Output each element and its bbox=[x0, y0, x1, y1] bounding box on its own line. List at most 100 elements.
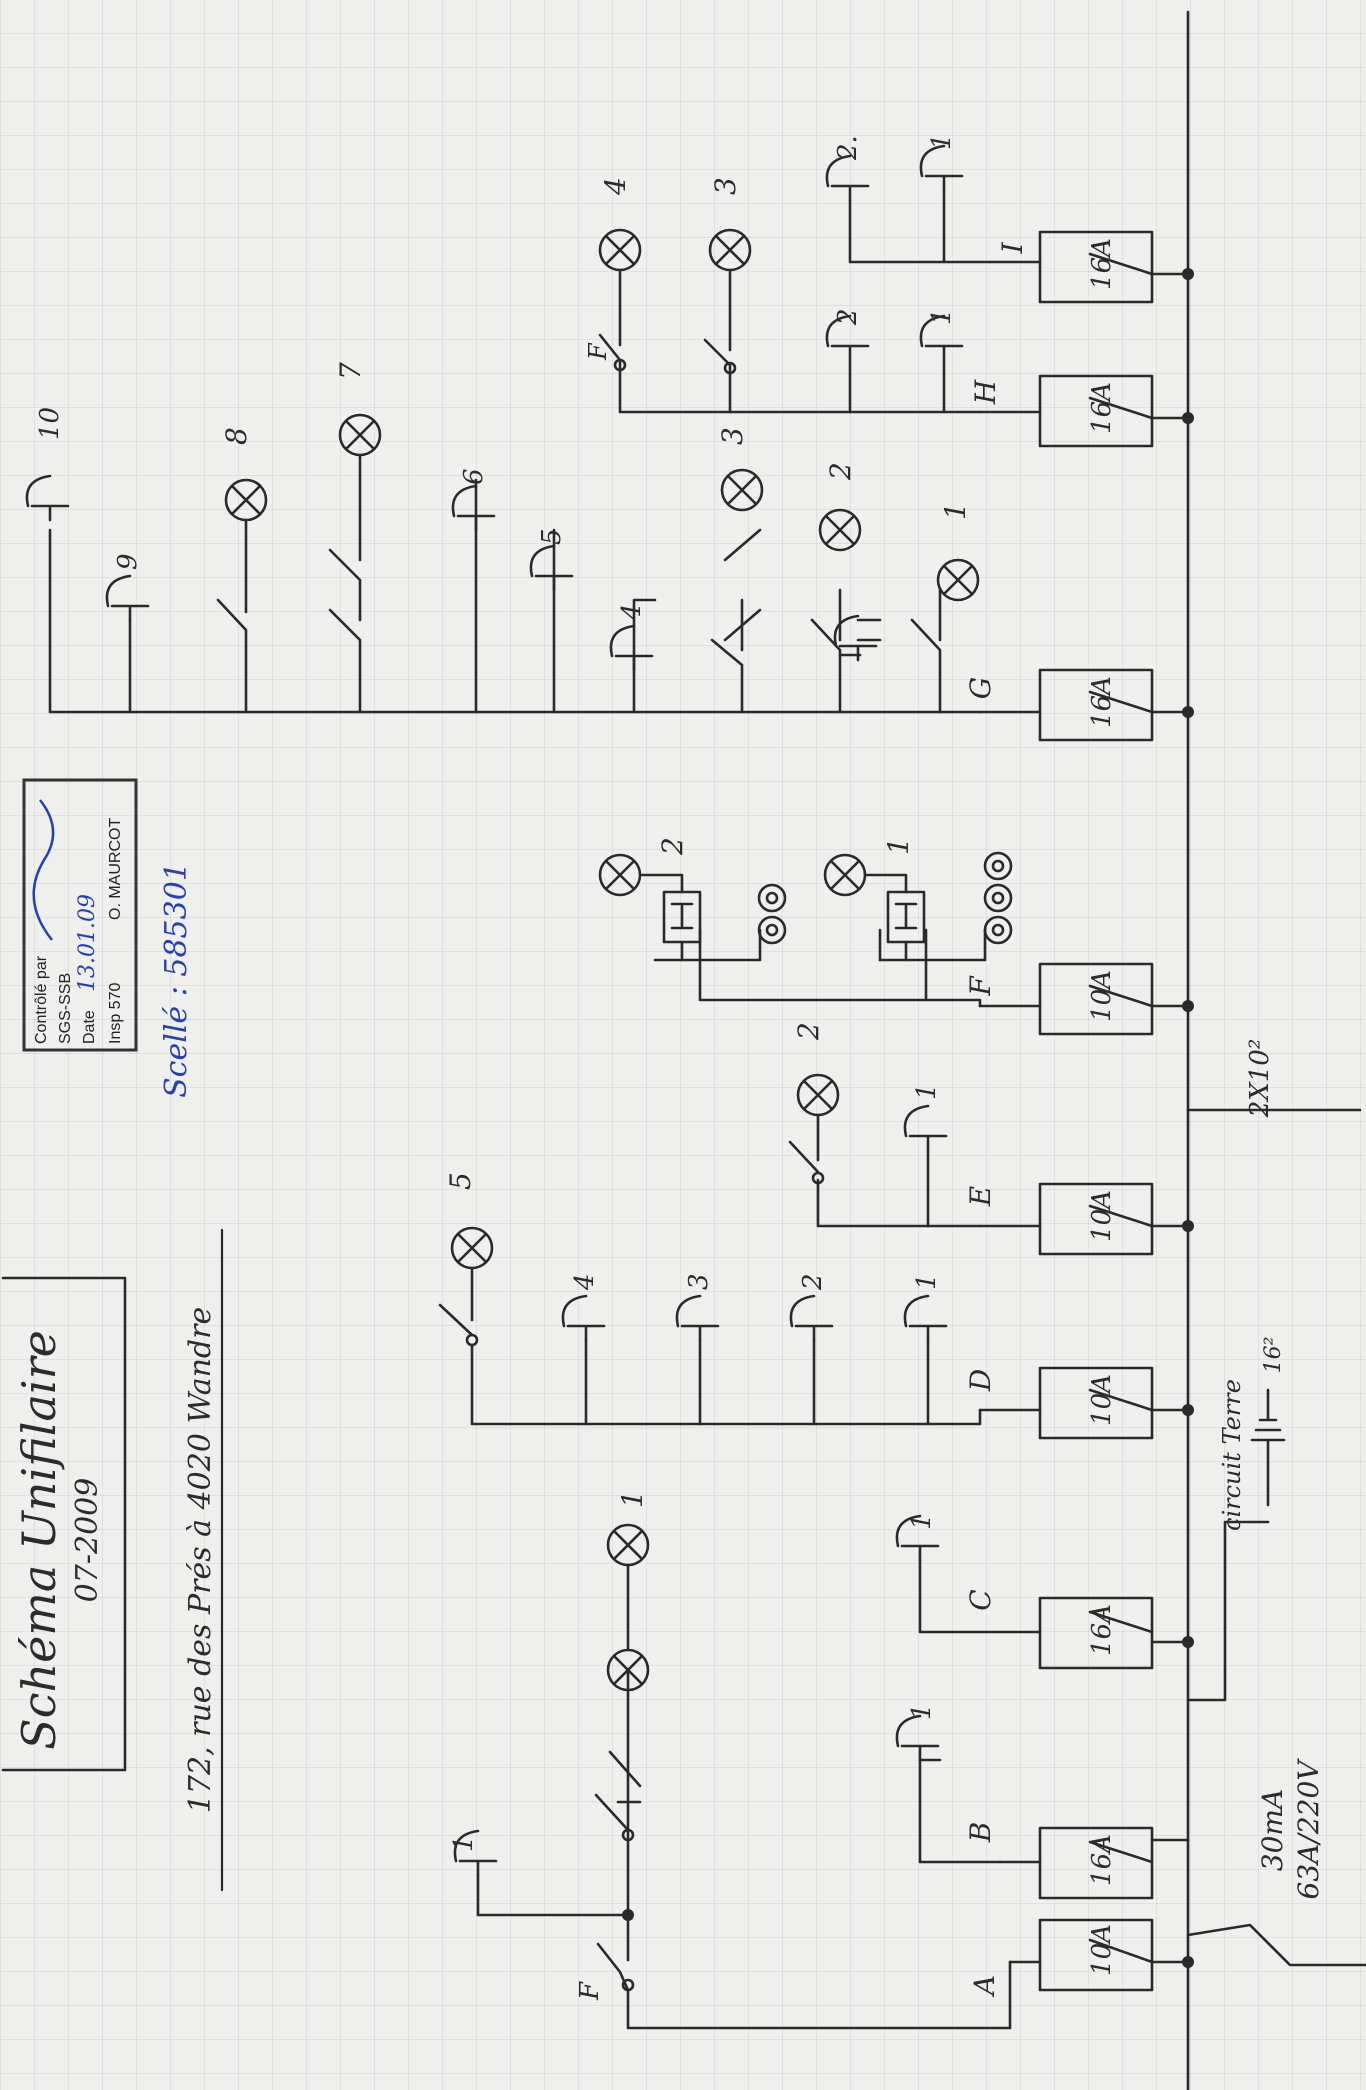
circuit-e: 1 2 bbox=[788, 1022, 982, 1228]
breaker-b-rating: 16A bbox=[1087, 1834, 1117, 1886]
stamp-date-label: Date bbox=[81, 1010, 98, 1044]
circuit-d-socket-3: 3 bbox=[684, 1273, 714, 1290]
circuit-f-lamp-2-label: 2 bbox=[656, 837, 689, 856]
circuit-g-lamp-2 bbox=[818, 508, 862, 552]
circuit-i-socket-2: 2. bbox=[833, 135, 863, 161]
circuit-e-letter: E bbox=[964, 1186, 997, 1207]
breaker-a-rating: 10A bbox=[1087, 1924, 1117, 1976]
breaker-e: 10A E bbox=[964, 1182, 1190, 1256]
circuit-g-lamp-7 bbox=[338, 413, 382, 457]
circuit-c-letter: C bbox=[964, 1589, 997, 1610]
site-address: 172, rue des Prés à 4020 Wandre bbox=[183, 1307, 218, 1813]
circuit-g: 4 5 6 3 2 1 7 8 9 10 bbox=[25, 362, 982, 714]
circuit-g-socket-9: 9 bbox=[113, 553, 143, 570]
circuit-f-lamp-1-label: 1 bbox=[882, 837, 915, 855]
circuit-h-lamp-4-label: 4 bbox=[599, 177, 632, 196]
pushbutton-f1-a bbox=[983, 915, 1013, 945]
circuit-b-letter: B bbox=[964, 1822, 997, 1844]
circuit-c-socket-label: 1 bbox=[907, 1513, 937, 1530]
circuit-a-lamp-2 bbox=[606, 1523, 650, 1567]
circuit-g-socket-5: 5 bbox=[537, 528, 567, 545]
circuit-a-letter: A bbox=[968, 1975, 1001, 1998]
breaker-f: 10A F bbox=[964, 962, 1190, 1036]
circuit-i: 1 2. bbox=[825, 133, 992, 264]
circuit-h-lamp-3 bbox=[708, 228, 752, 272]
circuit-e-lamp bbox=[796, 1073, 840, 1117]
inspection-stamp: Contrôlé par SGS-SSB Date 13.01.09 Insp … bbox=[22, 778, 138, 1052]
circuit-i-letter: I bbox=[996, 242, 1029, 255]
breaker-h-rating: 16A bbox=[1087, 382, 1117, 434]
circuit-d-letter: D bbox=[964, 1369, 997, 1392]
stamp-insp-label: Insp 570 bbox=[107, 983, 124, 1044]
stamp-company: SGS-SSB bbox=[57, 973, 74, 1044]
circuit-i-socket-1: 1 bbox=[927, 133, 957, 150]
pushbutton-f2-b bbox=[757, 883, 787, 913]
breaker-d-rating: 10A bbox=[1087, 1374, 1117, 1426]
circuit-g-lamp-7-label: 7 bbox=[334, 362, 367, 380]
diagram-date: 07-2009 bbox=[70, 1478, 105, 1603]
stamp-date-value: 13.01.09 bbox=[75, 894, 100, 992]
stamp-controlled-by: Contrôlé par bbox=[33, 955, 50, 1044]
circuit-a: 1 F 1 bbox=[449, 1490, 1012, 2030]
circuit-f-lamp-2 bbox=[598, 853, 642, 897]
circuit-g-socket-10: 10 bbox=[35, 407, 65, 440]
address-block: 172, rue des Prés à 4020 Wandre bbox=[183, 1228, 224, 1892]
circuit-h-socket-2: 2 bbox=[833, 308, 863, 326]
circuit-a-switch-label: F bbox=[575, 1981, 605, 2001]
breaker-b: 16A B bbox=[964, 1822, 1190, 1900]
earth-circuit-label: circuit Terre bbox=[1218, 1379, 1246, 1531]
circuit-f-lamp-1 bbox=[823, 853, 867, 897]
circuit-f: 1 2 bbox=[598, 837, 1013, 1008]
circuit-g-lamp-8-label: 8 bbox=[220, 427, 253, 445]
circuit-a-socket-label: 1 bbox=[449, 1835, 479, 1852]
inspector-signature bbox=[32, 799, 55, 941]
main-breaker-rating: 63A/220V bbox=[1292, 1758, 1325, 1900]
pushbutton-f2-a bbox=[757, 915, 787, 945]
breaker-a: 10A A bbox=[968, 1918, 1190, 1998]
breaker-g-rating: 16A bbox=[1087, 676, 1117, 728]
circuit-h-socket-1: 1 bbox=[927, 308, 957, 325]
supply-cable-label: 2X10² bbox=[1245, 1039, 1275, 1119]
breaker-h: 16A H bbox=[969, 374, 1190, 448]
breaker-c-rating: 16A bbox=[1087, 1604, 1117, 1656]
circuit-d: 1 2 3 4 5 bbox=[438, 1172, 982, 1426]
circuit-g-socket-6: 6 bbox=[459, 468, 489, 485]
earth-section: 16² bbox=[1261, 1337, 1286, 1374]
circuit-g-lamp-3 bbox=[720, 468, 764, 512]
main-differential-rating: 30mA bbox=[1256, 1789, 1289, 1871]
breaker-f-rating: 10A bbox=[1087, 970, 1117, 1022]
breaker-i-rating: 16A bbox=[1087, 238, 1117, 290]
circuit-b: 1 bbox=[895, 1703, 1002, 1864]
circuit-d-socket-2: 2 bbox=[798, 1273, 828, 1291]
stamp-inspector: O. MAURCOT bbox=[107, 818, 124, 920]
circuit-h-lamp-4 bbox=[598, 228, 642, 272]
circuit-g-socket-4: 4 bbox=[617, 603, 647, 621]
circuit-g-letter: G bbox=[964, 677, 997, 699]
circuit-h-lamp-3-label: 3 bbox=[709, 177, 742, 195]
breaker-e-rating: 10A bbox=[1087, 1190, 1117, 1242]
circuit-d-socket-4: 4 bbox=[570, 1273, 600, 1291]
breaker-i: 16A I bbox=[988, 230, 1190, 304]
circuit-c: 1 bbox=[895, 1513, 1002, 1634]
earth-circuit: circuit Terre 16² bbox=[1186, 1337, 1286, 1702]
circuit-d-lamp-label: 5 bbox=[444, 1172, 477, 1190]
seal-number: Scellé : 585301 bbox=[159, 862, 194, 1098]
circuit-a-lamp-label: 1 bbox=[616, 1490, 649, 1508]
circuit-g-lamp-8 bbox=[224, 478, 268, 522]
circuit-g-lamp-2-label: 2 bbox=[824, 462, 857, 481]
main-differential-switch: 30mA 63A/220V bbox=[1186, 1758, 1366, 1967]
circuit-f-letter: F bbox=[964, 975, 997, 997]
circuit-g-lamp-1-label: 1 bbox=[939, 502, 972, 520]
circuit-b-socket-label: 1 bbox=[907, 1703, 937, 1720]
pushbutton-f1-b bbox=[983, 883, 1013, 913]
pushbutton-f1-c bbox=[983, 851, 1013, 881]
circuit-g-lamp-1 bbox=[936, 558, 980, 602]
circuit-h-switch-label: F bbox=[584, 342, 612, 361]
breaker-c: 16A C bbox=[964, 1589, 1190, 1670]
circuit-d-socket-1: 1 bbox=[912, 1273, 942, 1290]
circuit-d-lamp bbox=[450, 1226, 494, 1270]
title-block: Schéma Unifilaire 07-2009 bbox=[1, 1276, 127, 1772]
circuit-e-lamp-label: 2 bbox=[792, 1022, 825, 1041]
